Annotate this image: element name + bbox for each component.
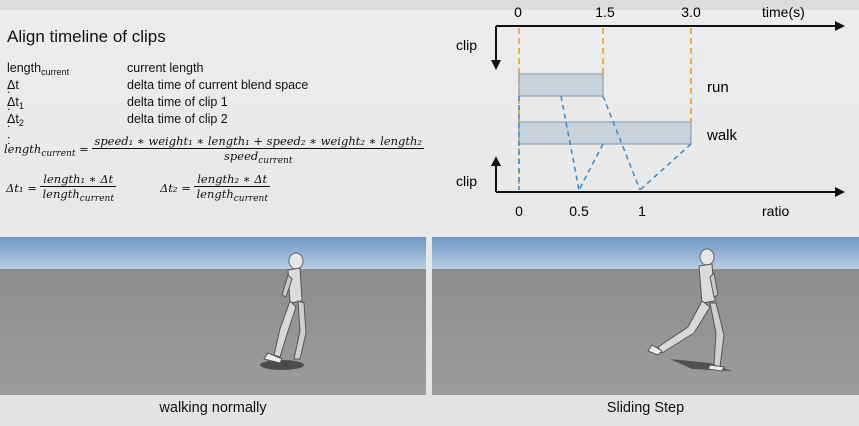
sliding-character-figure (647, 248, 732, 372)
slide-heading: Align timeline of clips (7, 27, 166, 46)
clip-walk-bar (518, 121, 692, 145)
formula-denominator: speedcurrent (224, 149, 293, 166)
clip-run-label: run (707, 79, 729, 96)
ratio-axis-label: ratio (762, 203, 789, 219)
caption-sliding-step: Sliding Step (606, 400, 685, 416)
clip-axis-down-arrow-icon (491, 60, 501, 70)
definition-description: delta time of current blend space (127, 78, 309, 92)
definition-description: current length (127, 61, 204, 75)
clip-run-bar (518, 73, 604, 97)
formula-numerator: speed₁ ∗ weight₁ ∗ length₁ + speed₂ ∗ we… (92, 134, 425, 149)
dashed-map-walk-end (639, 143, 692, 191)
time-tick-3-0: 3.0 (681, 4, 701, 20)
time-axis-label: time(s) (762, 4, 805, 20)
clip-axis-up-arrow-icon (491, 156, 501, 166)
ratio-tick-1: 1 (638, 203, 646, 219)
video-sliding-step (432, 237, 859, 395)
ratio-axis-arrow-icon (835, 187, 845, 197)
formula-length-current: lengthcurrent = speed₁ ∗ weight₁ ∗ lengt… (4, 134, 425, 166)
dashed-map-run-mid (560, 95, 580, 191)
definition-term: Δt1 : (7, 95, 24, 130)
time-axis-arrow-icon (835, 21, 845, 31)
title-strip (0, 0, 859, 10)
timeline-diagram: 0 1.5 3.0 time(s) clip run walk clip 0 0… (456, 4, 845, 219)
formula-dt2: Δt₂ = length₂ ∗ Δt lengthcurrent (160, 172, 270, 204)
ratio-tick-0-5: 0.5 (569, 203, 589, 219)
dashed-map-run-end (602, 95, 641, 191)
time-tick-0: 0 (514, 4, 522, 20)
definition-term: lengthcurrent : (7, 61, 70, 96)
formula-dt1: Δt₁ = length₁ ∗ Δt lengthcurrent (6, 172, 116, 204)
clip-label-top: clip (456, 37, 477, 53)
definition-description: delta time of clip 1 (127, 95, 228, 109)
video-walking-normally (0, 237, 426, 395)
time-tick-1-5: 1.5 (595, 4, 615, 20)
ratio-tick-0: 0 (515, 203, 523, 219)
walking-character-figure (260, 252, 307, 370)
definition-description: delta time of clip 2 (127, 112, 228, 126)
clip-walk-label: walk (706, 127, 738, 144)
caption-walking-normally: walking normally (159, 400, 267, 416)
definition-term: Δt : (7, 78, 19, 113)
clip-label-bottom: clip (456, 173, 477, 189)
definition-term: Δt2 : (7, 112, 24, 147)
dashed-map-walk-mid (578, 143, 604, 191)
